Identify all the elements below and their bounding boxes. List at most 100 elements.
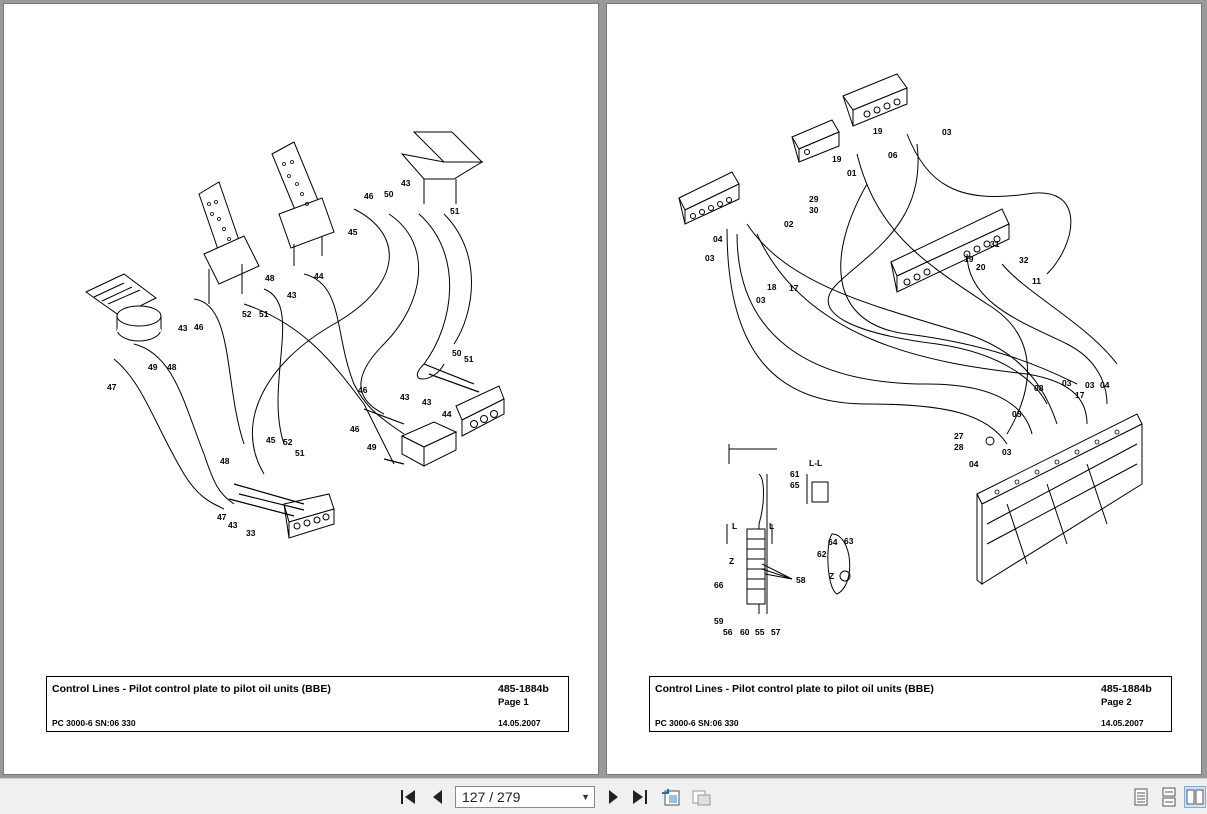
svg-text:61: 61 [790,469,800,479]
fit-page-icon[interactable] [660,787,680,807]
svg-text:47: 47 [107,382,117,392]
svg-text:43: 43 [422,397,432,407]
document-title: Control Lines - Pilot control plate to p… [52,683,331,695]
svg-text:48: 48 [265,273,275,283]
svg-text:66: 66 [714,580,724,590]
next-page-icon[interactable] [603,787,623,807]
svg-text:46: 46 [194,322,204,332]
svg-text:29: 29 [809,194,819,204]
document-number: 485-1884b [1101,683,1152,695]
svg-text:19: 19 [964,254,974,264]
svg-text:48: 48 [220,456,230,466]
svg-text:17: 17 [789,283,799,293]
svg-text:03: 03 [1002,447,1012,457]
svg-text:43: 43 [228,520,238,530]
svg-text:58: 58 [796,575,806,585]
svg-text:20: 20 [976,262,986,272]
svg-text:46: 46 [358,385,368,395]
svg-text:L: L [732,521,737,531]
svg-text:04: 04 [713,234,723,244]
svg-text:46: 46 [364,191,374,201]
svg-text:49: 49 [148,362,158,372]
machine-serial: PC 3000-6 SN:06 330 [655,718,739,728]
svg-text:46: 46 [350,424,360,434]
svg-text:44: 44 [314,271,324,281]
svg-text:43: 43 [178,323,188,333]
svg-text:64: 64 [828,537,838,547]
document-date: 14.05.2007 [498,718,541,728]
svg-text:49: 49 [367,442,377,452]
svg-text:43: 43 [401,178,411,188]
title-block-page-1: Control Lines - Pilot control plate to p… [46,676,569,732]
chevron-down-icon[interactable]: ▼ [581,792,590,802]
svg-text:08: 08 [1034,383,1044,393]
svg-text:01: 01 [847,168,857,178]
svg-text:51: 51 [295,448,305,458]
svg-text:03: 03 [1085,380,1095,390]
svg-text:65: 65 [790,480,800,490]
svg-text:52: 52 [283,437,293,447]
svg-text:18: 18 [767,282,777,292]
document-date: 14.05.2007 [1101,718,1144,728]
svg-text:52: 52 [242,309,252,319]
prev-page-icon[interactable] [428,787,448,807]
first-page-icon[interactable] [398,787,418,807]
svg-text:11: 11 [1032,276,1041,286]
svg-text:32: 32 [1019,255,1029,265]
svg-text:17: 17 [1075,390,1085,400]
title-block-page-2: Control Lines - Pilot control plate to p… [649,676,1172,732]
svg-text:Z: Z [829,571,834,581]
svg-text:59: 59 [714,616,724,626]
single-page-icon[interactable] [1131,787,1151,807]
svg-text:03: 03 [705,253,715,263]
svg-text:44: 44 [442,409,452,419]
fit-width-icon[interactable] [690,787,711,807]
machine-serial: PC 3000-6 SN:06 330 [52,718,136,728]
last-page-icon[interactable] [630,787,650,807]
svg-text:51: 51 [259,309,269,319]
svg-text:02: 02 [784,219,794,229]
document-title: Control Lines - Pilot control plate to p… [655,683,934,695]
continuous-page-icon[interactable] [1159,787,1179,807]
page-number-field[interactable]: 127 / 279 ▼ [455,786,595,808]
svg-text:60: 60 [740,627,750,637]
svg-text:63: 63 [844,536,854,546]
svg-text:56: 56 [723,627,733,637]
svg-text:28: 28 [954,442,964,452]
svg-text:27: 27 [954,431,964,441]
svg-text:L-L: L-L [809,458,822,468]
svg-text:05: 05 [1012,409,1022,419]
svg-text:03: 03 [756,295,766,305]
svg-text:45: 45 [266,435,276,445]
svg-text:51: 51 [450,206,460,216]
svg-text:43: 43 [287,290,297,300]
svg-text:55: 55 [755,627,765,637]
svg-text:19: 19 [832,154,842,164]
svg-text:51: 51 [464,354,474,364]
svg-text:19: 19 [873,126,883,136]
page-label: Page 2 [1101,697,1132,708]
svg-text:50: 50 [384,189,394,199]
page-label: Page 1 [498,697,529,708]
svg-text:04: 04 [1100,380,1110,390]
svg-text:48: 48 [167,362,177,372]
svg-text:Z: Z [729,556,734,566]
svg-text:03: 03 [942,127,952,137]
svg-text:30: 30 [809,205,819,215]
document-number: 485-1884b [498,683,549,695]
svg-text:50: 50 [452,348,462,358]
svg-text:L: L [769,521,774,531]
svg-text:57: 57 [771,627,781,637]
two-page-icon[interactable] [1184,786,1206,808]
svg-text:06: 06 [888,150,898,160]
svg-text:33: 33 [246,528,256,538]
svg-text:62: 62 [817,549,827,559]
svg-text:43: 43 [400,392,410,402]
svg-text:03: 03 [1062,378,1072,388]
